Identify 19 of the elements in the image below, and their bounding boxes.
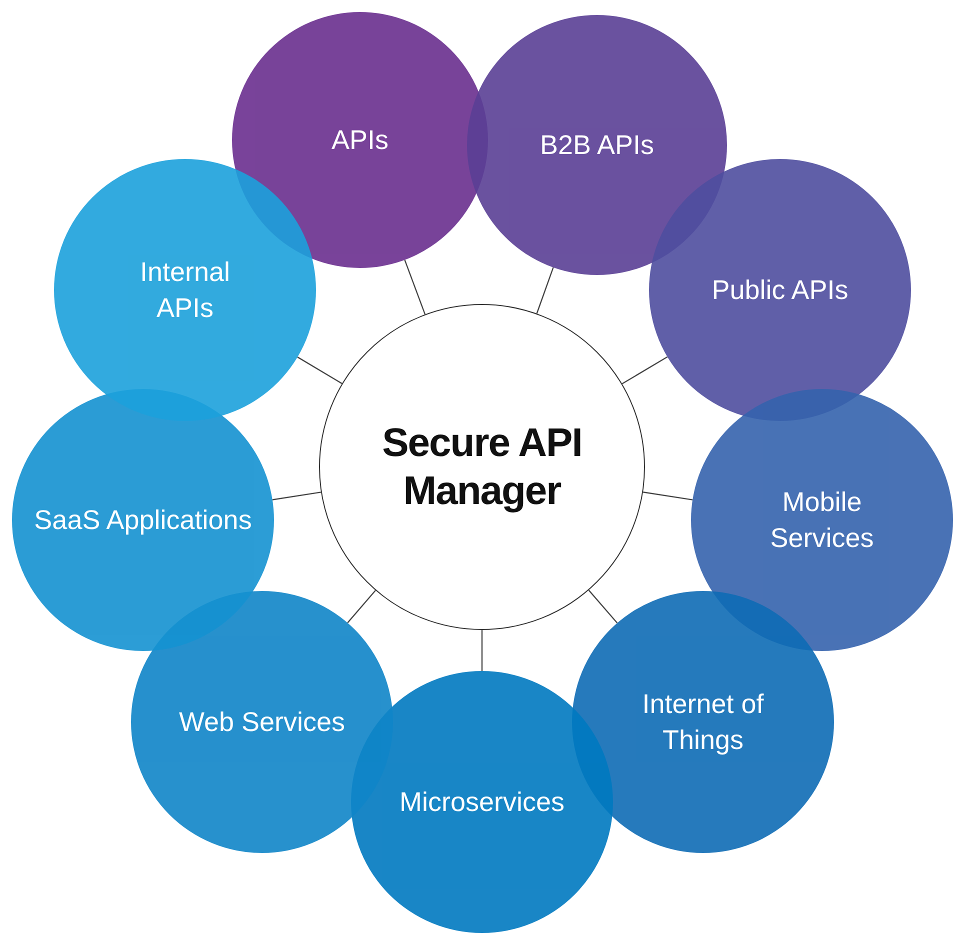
topic-label: SaaS Applications: [33, 504, 253, 537]
connector-line: [622, 356, 668, 384]
topic-label: Microservices: [398, 786, 566, 819]
connector-line: [404, 260, 426, 314]
topic-label: Mobile Services: [769, 486, 875, 555]
topic-label: B2B APIs: [538, 128, 656, 162]
connector-line: [297, 356, 342, 384]
connector-line: [588, 590, 618, 624]
topic-label: Public APIs: [710, 274, 850, 307]
connector-line: [536, 267, 554, 314]
connector-line: [481, 630, 483, 671]
connector-line: [272, 492, 322, 500]
topic-label: APIs: [330, 124, 390, 157]
topic-label: Web Services: [178, 706, 346, 739]
topic-label: Internal APIs: [138, 256, 232, 325]
hub-title: Secure API Manager: [381, 420, 583, 515]
connector-line: [642, 492, 693, 500]
topic-label: Internet of Things: [641, 688, 765, 757]
connector-line: [347, 590, 376, 624]
